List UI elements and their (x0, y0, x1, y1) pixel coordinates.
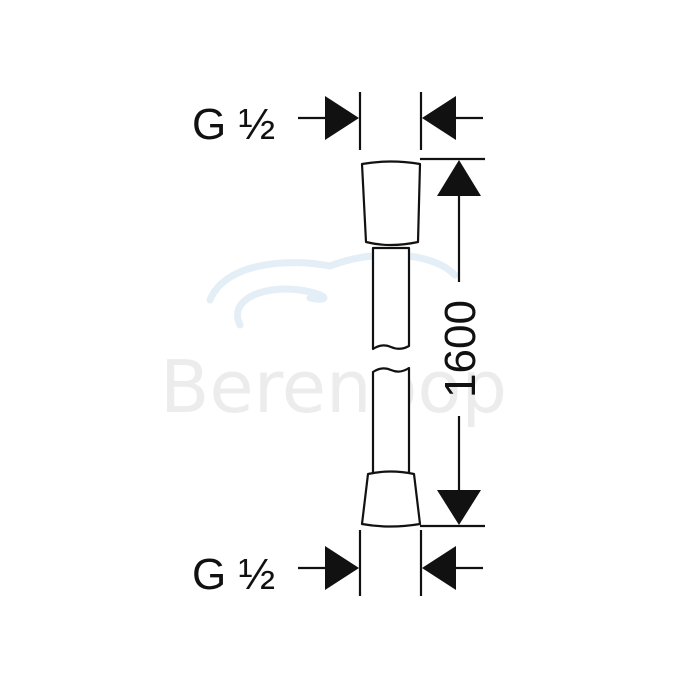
top-right-arrow (422, 96, 456, 140)
top-thread-label: G ½ (192, 100, 275, 149)
bottom-thread-dimension: G ½ (192, 530, 483, 599)
watermark-text: Berenpop (160, 345, 507, 429)
length-label: 1600 (436, 300, 485, 398)
top-nut (360, 160, 422, 247)
bottom-nut (360, 470, 422, 528)
bottom-right-arrow (422, 546, 456, 590)
bottom-left-arrow (325, 546, 359, 590)
bottom-hose-segment (371, 366, 411, 476)
hose (360, 160, 422, 528)
top-thread-dimension: G ½ (192, 92, 483, 150)
length-up-arrow (437, 160, 481, 196)
length-dimension: 1600 (420, 157, 485, 528)
watermark: Berenpop (160, 251, 507, 429)
top-left-arrow (325, 96, 359, 140)
bottom-thread-label: G ½ (192, 550, 275, 599)
length-down-arrow (437, 490, 481, 525)
watermark-logo-icon (206, 251, 459, 329)
top-hose-segment (371, 246, 411, 351)
